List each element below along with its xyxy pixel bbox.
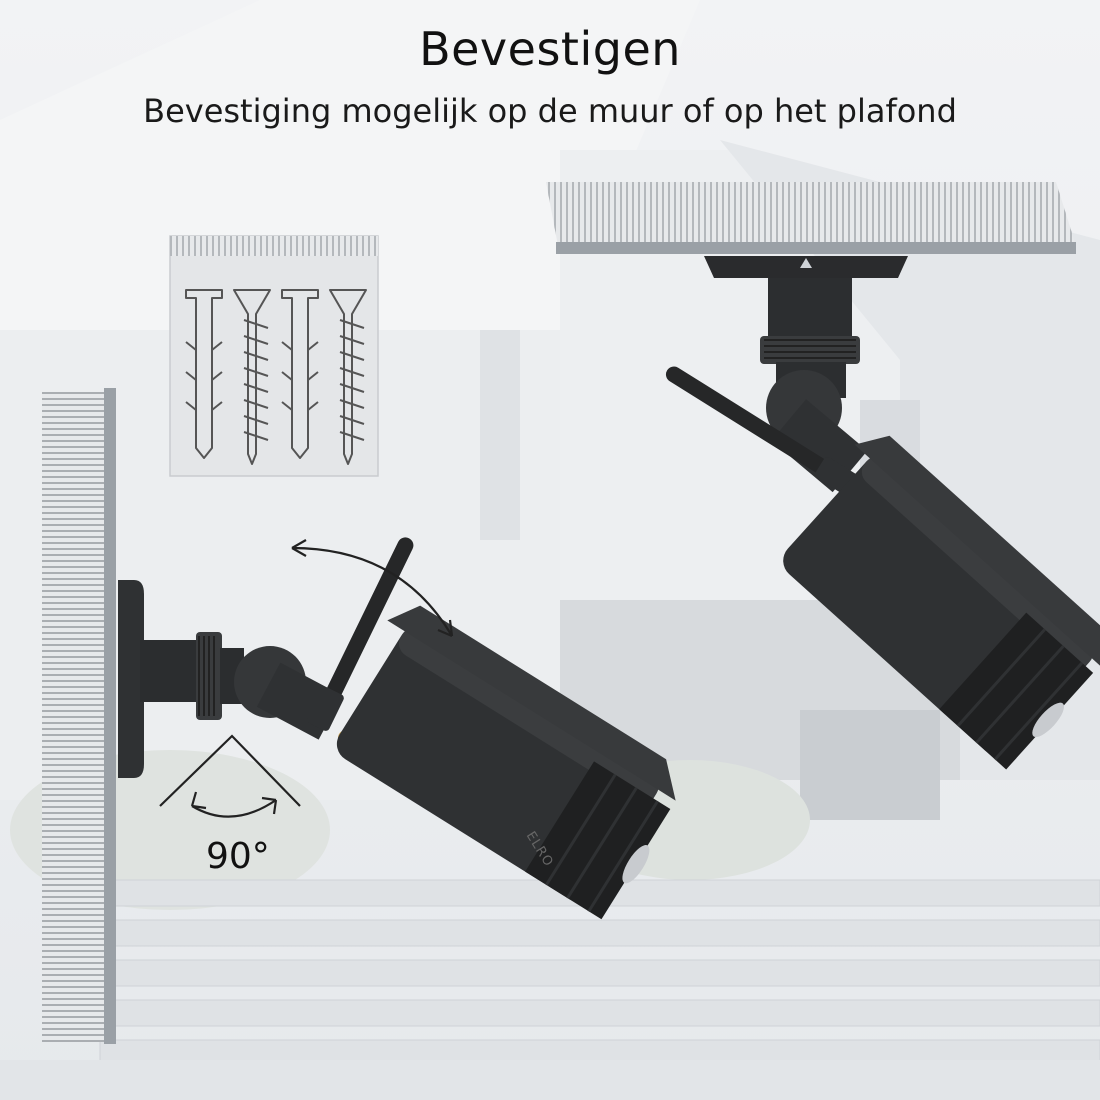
screws-bag <box>169 235 379 477</box>
rotation-arrow <box>291 539 454 638</box>
angle-label: 90° <box>206 836 270 877</box>
ceiling-camera <box>665 256 1100 770</box>
page-title: Bevestigen <box>419 22 681 76</box>
wall-surface <box>42 388 116 1044</box>
wall-camera <box>118 537 676 920</box>
ceiling-surface <box>546 182 1076 254</box>
page-subtitle: Bevestiging mogelijk op de muur of op he… <box>143 92 957 130</box>
angle-marker <box>159 734 301 818</box>
